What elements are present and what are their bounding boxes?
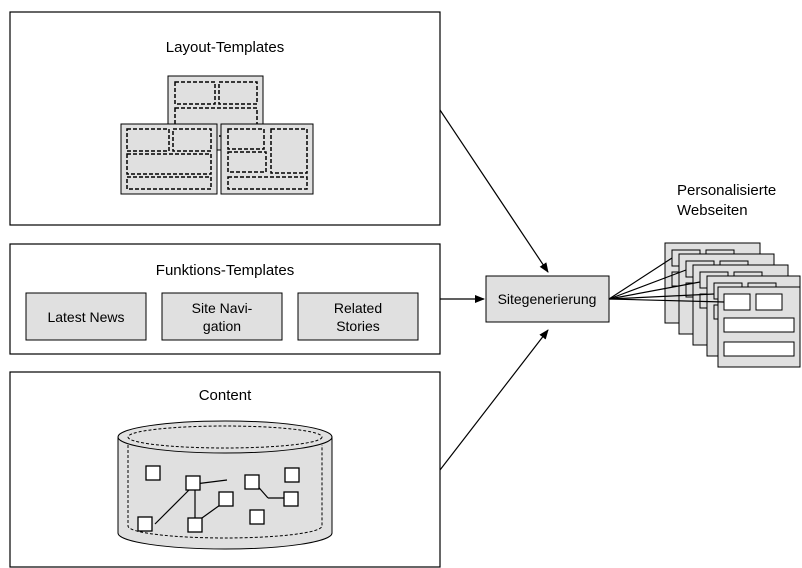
layout-templates-title: Layout-Templates — [166, 39, 284, 56]
layout-template-illustration — [120, 75, 314, 195]
function-item-label: Site Navi- — [192, 300, 253, 316]
function-templates-panel: Funktions-Templates Latest News Site Nav… — [9, 243, 441, 355]
output-label: Webseiten — [677, 202, 748, 219]
function-item-label: Related — [334, 300, 382, 316]
personalized-pages-stack — [664, 242, 801, 368]
function-item-latest-news: Latest News — [25, 292, 147, 341]
content-node — [283, 491, 299, 507]
content-node — [284, 467, 300, 483]
site-generator-label: Sitegenerierung — [498, 291, 597, 307]
arrow-content-to-generator — [439, 329, 549, 471]
content-node — [187, 517, 203, 533]
content-node — [137, 516, 153, 532]
content-node — [249, 509, 265, 525]
arrow-layout-to-generator — [439, 109, 549, 273]
function-item-label: Stories — [336, 318, 380, 334]
function-item-site-navigation: Site Navi- gation — [161, 292, 283, 341]
content-node — [185, 475, 201, 491]
layout-templates-panel: Layout-Templates — [9, 11, 441, 226]
content-panel: Content — [9, 371, 441, 568]
web-page-front — [717, 286, 801, 368]
content-node — [218, 491, 234, 507]
content-title: Content — [199, 387, 252, 404]
function-templates-title: Funktions-Templates — [156, 262, 294, 279]
site-generator: Sitegenerierung — [485, 275, 610, 323]
output-label: Personalisierte — [677, 182, 776, 199]
layout-template-right — [220, 123, 314, 195]
function-item-related-stories: Related Stories — [297, 292, 419, 341]
content-node — [244, 474, 260, 490]
function-item-label: Latest News — [47, 309, 124, 325]
output-connectors — [608, 257, 725, 303]
content-node — [145, 465, 161, 481]
layout-template-left — [120, 123, 218, 195]
content-nodes — [137, 465, 300, 533]
function-item-label: gation — [203, 318, 241, 334]
input-arrows — [439, 109, 549, 471]
